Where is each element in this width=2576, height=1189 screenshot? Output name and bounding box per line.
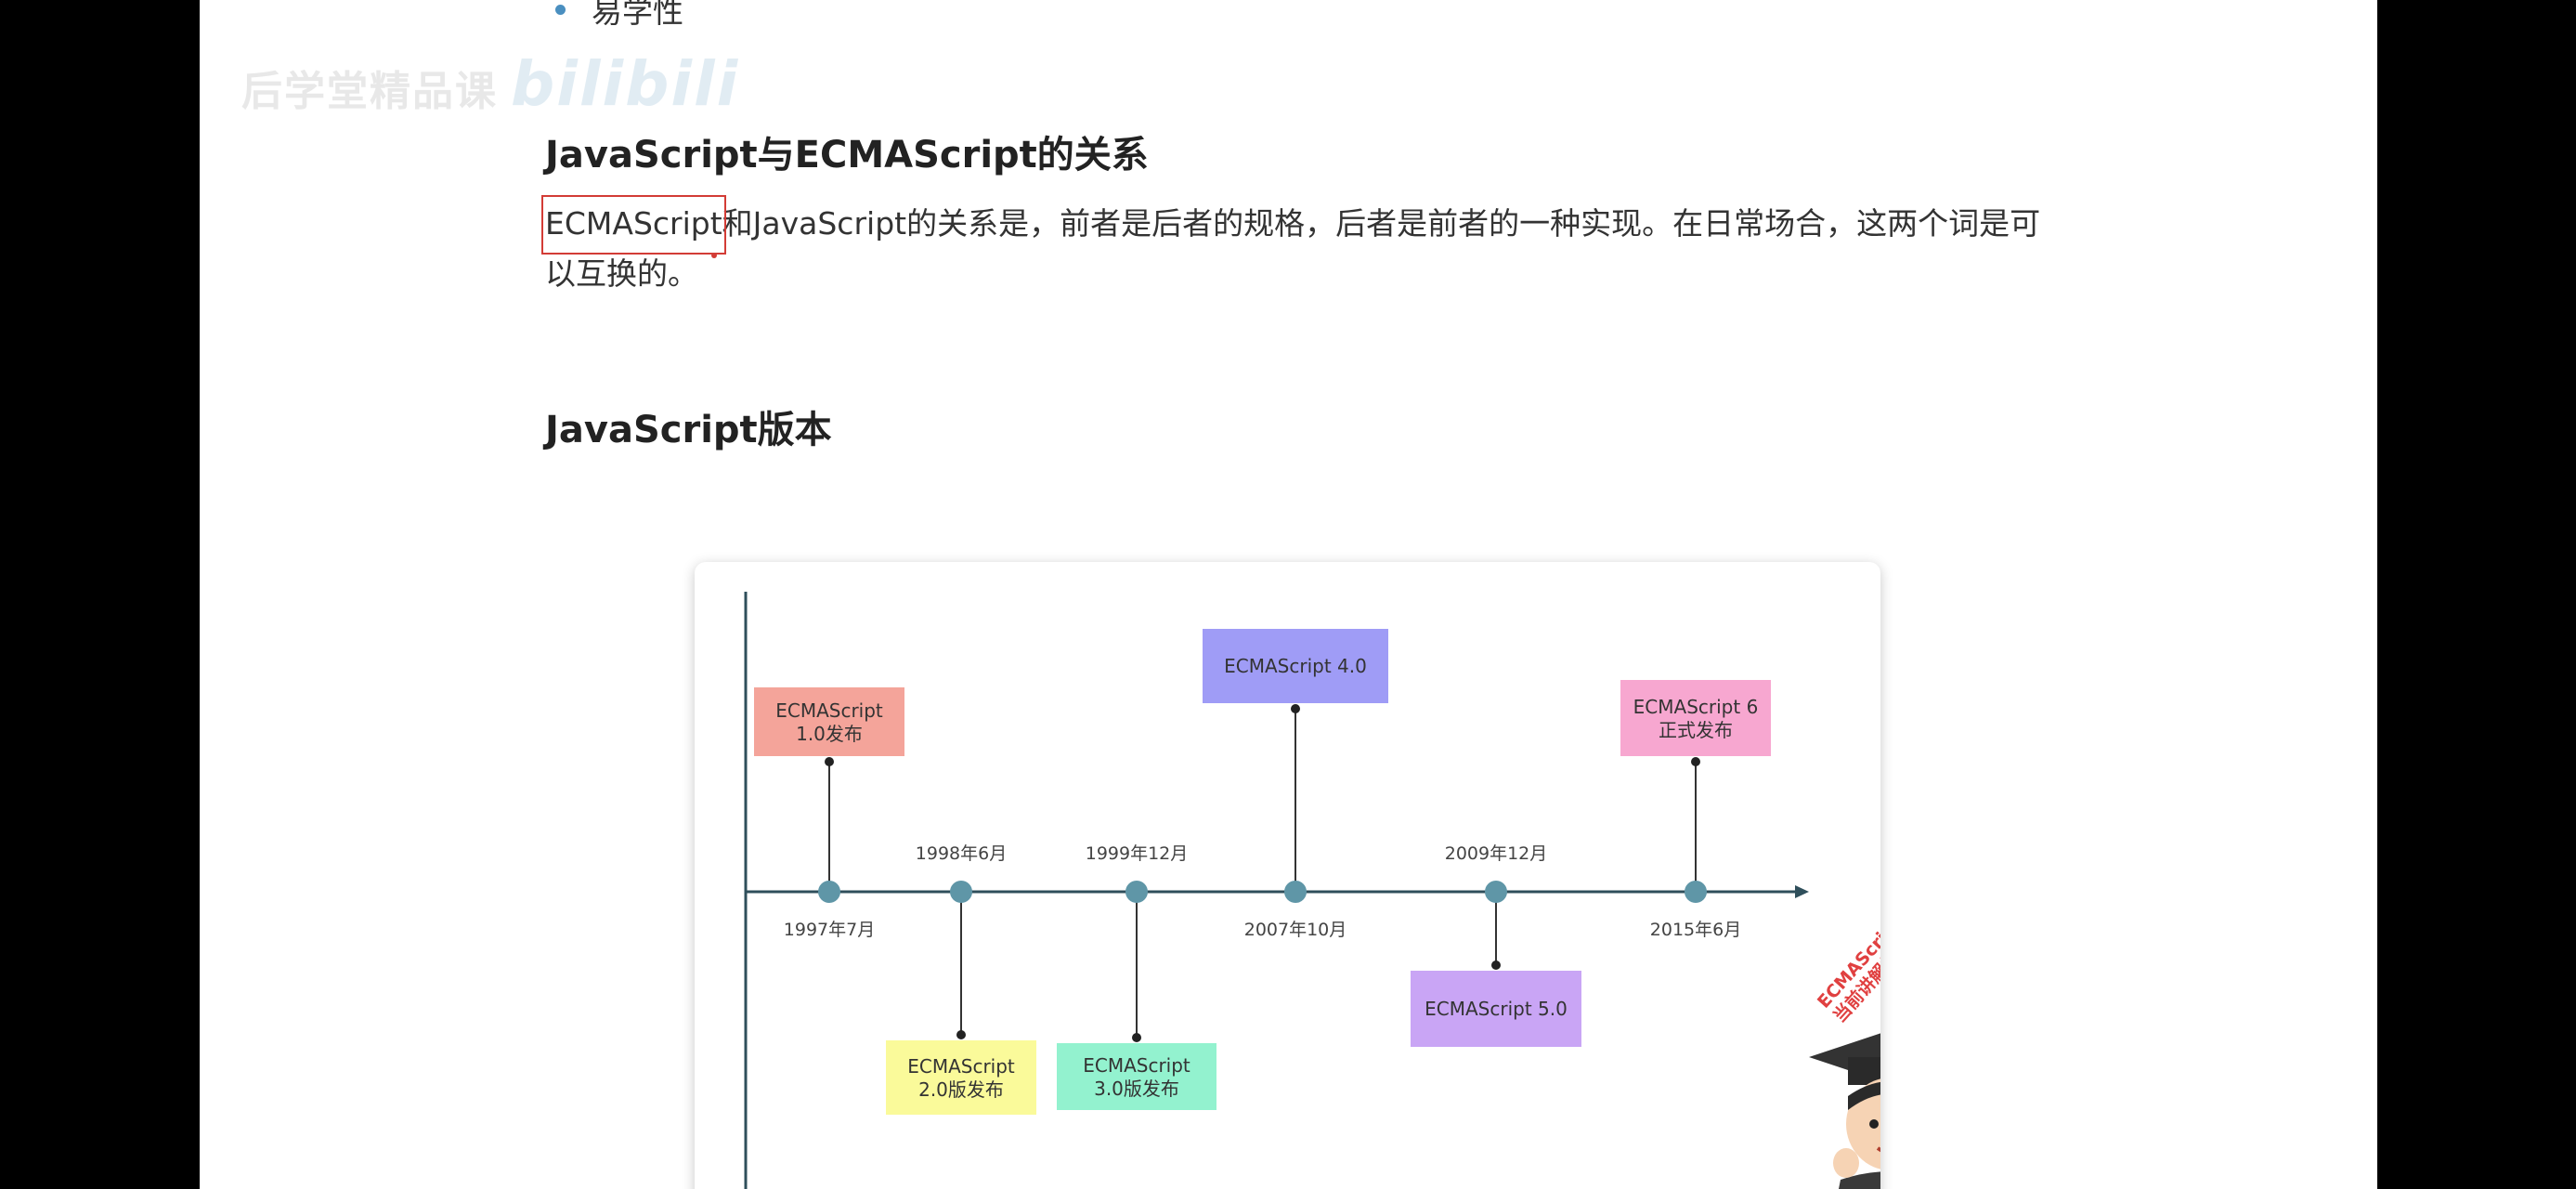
version-box [1057,1043,1216,1110]
timeline-date-label: 2007年10月 [1244,920,1347,940]
version-box-label: 2.0版发布 [918,1078,1004,1101]
timeline-date-label: 2015年6月 [1650,920,1741,940]
timeline-node [1125,881,1148,903]
bullet-dot-icon [555,4,566,15]
version-timeline: ECMAScript1.0发布1997年7月ECMAScript2.0版发布19… [744,592,1809,1189]
paragraph-text: 和JavaScript的关系是，前者是后者的规格，后者是前者的一种实现。在日常场… [545,205,2041,292]
video-watermark: 后学堂精品课 bilibili [241,48,739,120]
timeline-axis-arrow [1795,885,1809,898]
timeline-pin [1691,757,1700,766]
timeline-pin [825,757,834,766]
timeline-date-label: 1998年6月 [916,843,1007,864]
annotation-pen-dot [711,253,717,258]
document-page: 后学堂精品课 bilibili 易学性 JavaScript与ECMAScript… [200,0,2377,1189]
highlighted-term: ECMAScript [541,195,726,255]
timeline-node [1284,881,1307,903]
timeline-date-label: 2009年12月 [1445,843,1548,864]
version-box-label: 正式发布 [1659,719,1733,741]
list-item-text: 易学性 [592,0,683,30]
version-box [1620,680,1771,756]
relationship-paragraph: ECMAScript和JavaScript的关系是，前者是后者的规格，后者是前者… [541,195,2068,299]
timeline-node [1485,881,1507,903]
timeline-node [1685,881,1707,903]
timeline-pin [1491,960,1501,970]
version-box [1203,629,1388,703]
watermark-text: 后学堂精品课 [241,68,498,115]
timeline-pin [956,1030,966,1039]
version-box-label: ECMAScript [907,1055,1015,1078]
timeline-pin [1132,1033,1141,1042]
section-heading-versions: JavaScript版本 [545,409,832,451]
version-box-label: 1.0发布 [796,723,863,745]
bilibili-logo: bilibili [511,48,740,120]
version-box [1411,971,1581,1047]
version-box-label: ECMAScript [1083,1054,1190,1077]
list-item: 易学性 [555,0,683,32]
version-box-label: ECMAScript 5.0 [1425,998,1568,1020]
version-box-label: ECMAScript 4.0 [1224,655,1367,677]
graduate-mascot-icon [1809,1033,1880,1189]
timeline-date-label: 1999年12月 [1086,843,1189,864]
version-box-label: 3.0版发布 [1094,1078,1179,1100]
version-box [886,1040,1036,1115]
version-box-label: ECMAScript 6 [1633,696,1759,718]
version-box-label: ECMAScript [775,699,883,722]
version-box [754,687,904,756]
section-heading-relationship: JavaScript与ECMAScript的关系 [545,134,1149,176]
timeline-date-label: 1997年7月 [784,920,875,940]
timeline-pin [1291,704,1300,713]
timeline-node [818,881,840,903]
timeline-node [950,881,972,903]
